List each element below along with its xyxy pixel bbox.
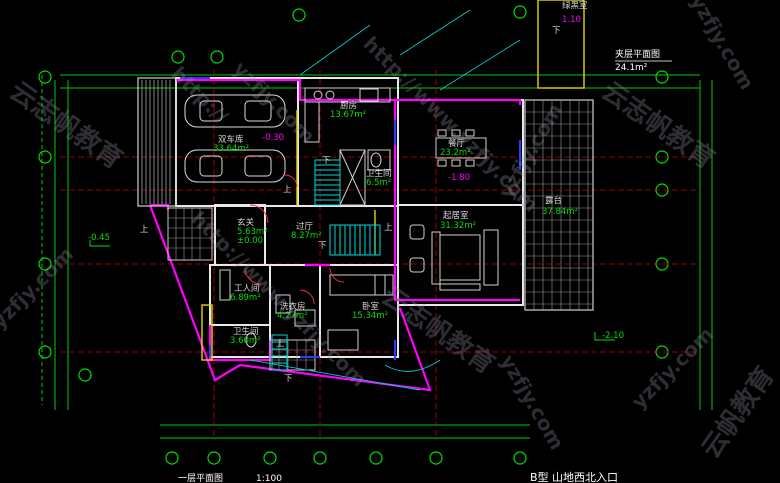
terrace-grid [524,99,594,311]
svg-text:云志帆教育: 云志帆教育 [596,75,720,175]
sofa-icon [409,224,499,291]
axis-bubbles [38,5,669,465]
windows [180,77,521,360]
mezzanine-plan-label: 夹层平面图 [615,48,660,60]
svg-text:yzfjy.com: yzfjy.com [686,0,760,94]
room-name-foyer: 玄关 [237,217,255,228]
room-area-foyer: 5.63m² [237,227,268,237]
room-name-bedroom: 卧室 [362,301,380,312]
ground-plan-label: 一层平面图 [178,473,223,483]
mezzanine-area: 24.1m² [615,63,648,73]
garage-hatch [137,77,177,207]
scale-label: 1:100 [256,474,282,483]
room-area-living: 31.32m² [440,221,476,231]
room-area-wc: 3.60m² [230,336,261,346]
svg-text:yzfjy.com: yzfjy.com [627,322,719,414]
room-area-dining: 23.2m² [440,148,471,158]
svg-text:云志帆教育: 云志帆教育 [376,280,500,380]
magenta-outline [148,78,522,392]
up-marker: 上 [276,339,285,349]
room-name-hall: 过厅 [296,221,314,232]
room-name-laundry: 洗衣房 [280,301,306,312]
room-name-terrace: 露台 [545,195,562,206]
room-area-garage: 33.64m² [213,144,249,154]
dining-table-icon [435,129,487,167]
door-swings [244,174,345,305]
cyan-lines [249,9,521,391]
down-marker: 下 [322,156,331,166]
level-outside-east: -2.10 [602,331,624,341]
room-area-worker: 6.89m² [230,293,261,303]
room-name-garage: 双车库 [218,134,244,145]
down-marker: 下 [284,374,293,384]
room-area-bathroom: 6.5m² [366,178,391,188]
type-label: B型 山地西北入口 [530,470,618,483]
level-foyer: ±0.00 [237,236,263,246]
up-marker: 上 [384,223,393,233]
room-name-kitchen: 厨房 [340,100,357,111]
down-marker: 下 [318,241,327,251]
stairs [271,159,381,371]
svg-text:云志帆教育: 云志帆教育 [4,75,128,175]
room-area-laundry: 4.27m² [277,311,308,321]
bath-fixtures [219,149,391,348]
room-name-bathroom: 卫生间 [366,168,392,179]
room-name-wc: 卫生间 [233,326,259,337]
up-marker: 上 [140,225,149,235]
level-markers [89,240,615,341]
level-garage: -0.30 [262,133,284,143]
room-name-worker: 工人间 [234,284,260,294]
svg-text:云帆教育: 云帆教育 [695,361,780,464]
up-marker: 上 [283,185,292,195]
bed-icon [327,274,394,351]
car-icon [184,94,286,183]
room-area-bedroom: 15.34m² [352,311,388,321]
dimension-lines [41,74,713,439]
room-area-kitchen: 13.67m² [330,110,366,120]
room-name-green: 绿黑室 [562,0,588,11]
level-outside-west: -0.45 [88,233,110,243]
room-area-green: 1.10 [562,15,581,25]
room-name-dining: 餐厅 [448,139,466,149]
level-dining: -1.80 [448,173,470,183]
down-marker: 下 [552,26,561,36]
room-name-living: 起居室 [443,210,469,221]
room-area-terrace: 37.84m² [542,207,578,217]
svg-text:yzfjy.com: yzfjy.com [0,242,78,334]
room-area-hall: 8.27m² [291,231,322,241]
